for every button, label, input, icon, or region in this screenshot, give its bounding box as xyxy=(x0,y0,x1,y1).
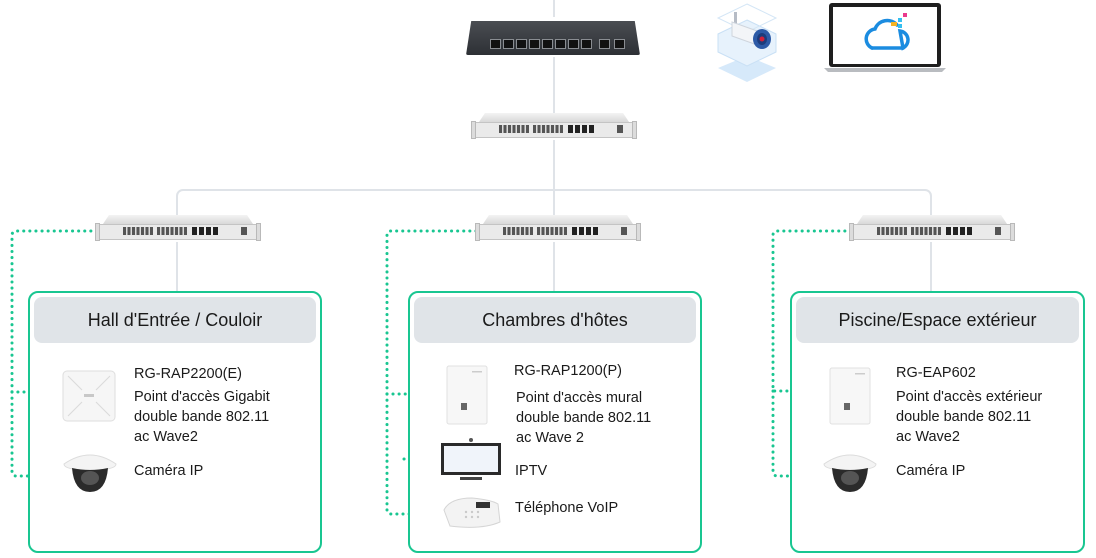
device-model: RG-RAP2200(E) xyxy=(134,366,242,382)
device-description: Point d'accès extérieur double bande 802… xyxy=(896,389,1043,445)
zone-title: Piscine/Espace extérieur xyxy=(796,297,1079,343)
dome-camera-icon xyxy=(63,454,117,492)
link-middle-switch-to-ap xyxy=(385,229,478,396)
device-description: Téléphone VoIP xyxy=(515,500,619,516)
voip-phone-icon xyxy=(443,497,501,528)
device-description: Point d'accès mural double bande 802.11 … xyxy=(516,390,652,446)
device-description: Caméra IP xyxy=(896,463,966,479)
access-switch-right-icon xyxy=(849,215,1015,243)
zone-title: Chambres d'hôtes xyxy=(414,297,696,343)
device-description: Caméra IP xyxy=(134,463,204,479)
link-right-switch-to-camera xyxy=(771,389,834,478)
access-switch-middle-icon xyxy=(475,215,641,243)
link-right-switch-to-ap xyxy=(771,229,853,393)
link-middle-switch-to-phone xyxy=(385,392,446,516)
link-left-switch-to-camera xyxy=(10,390,74,478)
dome-camera-icon xyxy=(823,454,877,492)
wall-ap-icon xyxy=(829,367,871,425)
link-left-switch-to-ap xyxy=(10,229,99,394)
device-description: Point d'accès Gigabit double bande 802.1… xyxy=(134,389,270,445)
access-switch-left-icon xyxy=(95,215,261,243)
zone-title: Hall d'Entrée / Couloir xyxy=(34,297,316,343)
ceiling-ap-icon xyxy=(62,370,116,422)
device-description: IPTV xyxy=(515,463,548,479)
zone-hall-entree: Hall d'Entrée / Couloir xyxy=(28,291,322,553)
device-model: RG-EAP602 xyxy=(896,365,976,381)
laptop-cloud-icon xyxy=(824,3,946,72)
device-model: RG-RAP1200(P) xyxy=(514,363,622,379)
wall-ap-icon xyxy=(446,365,488,425)
core-switch-icon xyxy=(471,113,637,141)
tv-icon xyxy=(441,438,501,480)
camera-cloud-icon xyxy=(716,3,778,82)
desktop-switch-icon xyxy=(466,17,640,57)
